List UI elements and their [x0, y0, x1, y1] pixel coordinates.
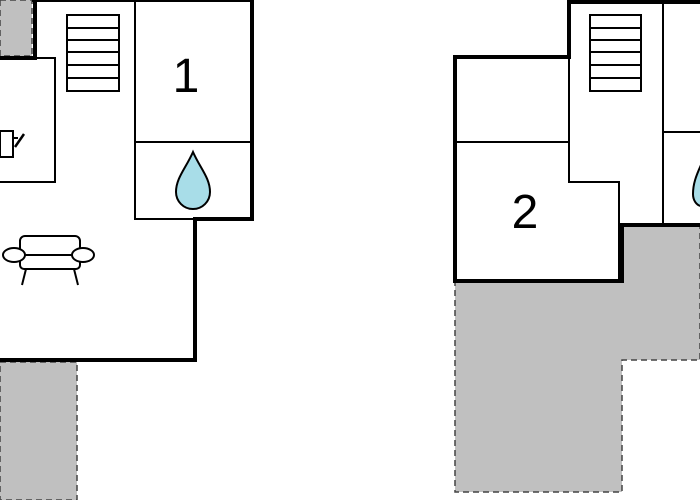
hallway-wall [568, 57, 620, 225]
bathroom-right [662, 0, 700, 225]
water-drop-icon [174, 149, 212, 210]
upper-floor-plan: 2 [453, 0, 700, 493]
terrace-left-bottom [0, 361, 78, 500]
water-drop-icon-right [691, 164, 700, 207]
room-number-1: 1 [173, 50, 200, 103]
outer-wall-left [0, 0, 254, 362]
stairs-icon-right [589, 14, 642, 92]
bathroom-left [134, 141, 253, 220]
stairs-icon [66, 14, 120, 92]
kitchen-wall [0, 57, 56, 183]
ground-floor-plan: 1 [0, 0, 254, 500]
terrace-left-top [0, 0, 33, 57]
terrace-right-bottom [454, 224, 700, 493]
sofa-icon [2, 235, 95, 286]
kettle-icon [0, 130, 26, 158]
room-number-2: 2 [512, 186, 539, 239]
